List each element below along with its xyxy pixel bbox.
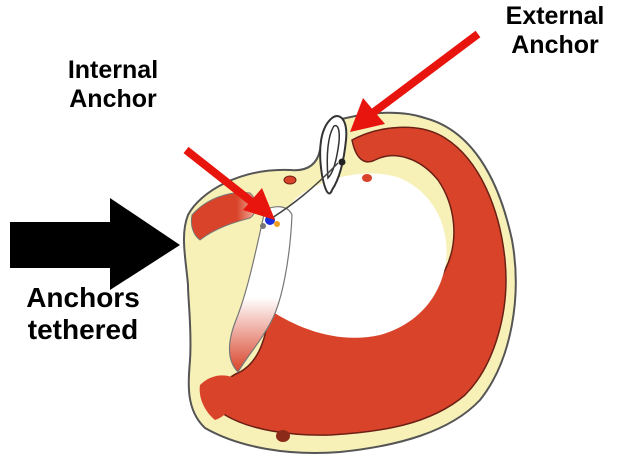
external-anchor-label-line2: Anchor	[490, 31, 620, 60]
coronary-vessel	[284, 176, 296, 184]
external-anchor-arrow-shaft	[374, 34, 478, 112]
anchors-tethered-label: Anchors tethered	[8, 282, 158, 346]
coronary-vessel	[276, 430, 290, 442]
internal-anchor-label: Internal Anchor	[48, 56, 178, 114]
internal-anchor-label-line2: Anchor	[48, 85, 178, 114]
anchors-tethered-label-line2: tethered	[8, 314, 158, 346]
coronary-vessel	[362, 174, 372, 182]
anchors-tethered-label-line1: Anchors	[8, 282, 158, 314]
external-anchor-label: External Anchor	[490, 2, 620, 60]
internal-anchor-shadow	[260, 223, 266, 229]
tether-direction-arrow	[10, 198, 180, 290]
external-anchor	[339, 159, 346, 166]
external-anchor-label-line1: External	[490, 2, 620, 31]
internal-anchor-label-line1: Internal	[48, 56, 178, 85]
internal-anchor-marker	[274, 221, 280, 227]
